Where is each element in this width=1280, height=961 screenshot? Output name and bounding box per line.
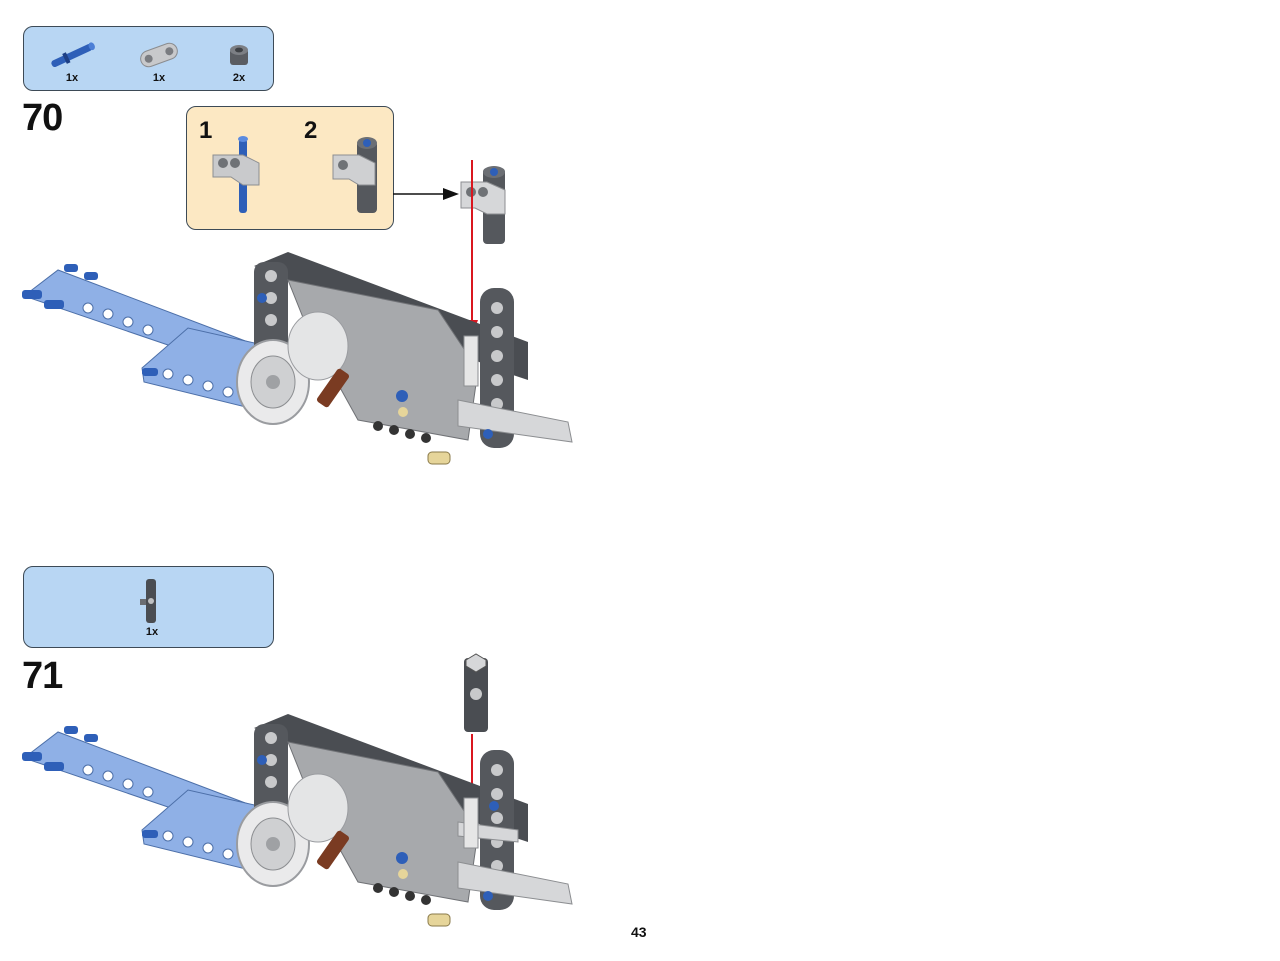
substep-1-illustration <box>212 136 260 213</box>
part-qty: 2x <box>232 72 246 84</box>
model-illustration-step-71 <box>22 714 573 927</box>
parts-list-step-71: 1x <box>23 566 274 648</box>
dark-gray-axle-connector-icon <box>140 579 156 623</box>
part-qty: 1x <box>152 72 166 84</box>
part-qty: 1x <box>65 72 79 84</box>
substep-callout: 1 2 <box>186 106 394 230</box>
substep-2-illustration <box>332 137 377 213</box>
blue-axle-pin-icon <box>51 42 95 68</box>
step-number: 71 <box>22 655 63 697</box>
part-light-gray-beam: 1x <box>134 39 184 84</box>
substep-number: 2 <box>304 117 318 144</box>
substep-number: 1 <box>199 117 213 144</box>
model-illustration-step-70 <box>22 252 573 465</box>
dark-gray-bush-icon <box>230 45 248 65</box>
callout-arrow <box>393 188 459 200</box>
axle-connector-illustration <box>464 653 488 732</box>
part-qty: 1x <box>145 626 159 638</box>
part-blue-axle-pin: 1x <box>42 41 102 84</box>
step-number: 70 <box>22 97 63 139</box>
light-gray-beam-icon <box>140 42 178 68</box>
part-dark-gray-axle-connector: 1x <box>134 575 170 638</box>
page-number: 43 <box>631 924 647 940</box>
parts-list-step-70: 1x 1x 2x <box>23 26 274 91</box>
part-dark-gray-bush: 2x <box>222 41 256 84</box>
